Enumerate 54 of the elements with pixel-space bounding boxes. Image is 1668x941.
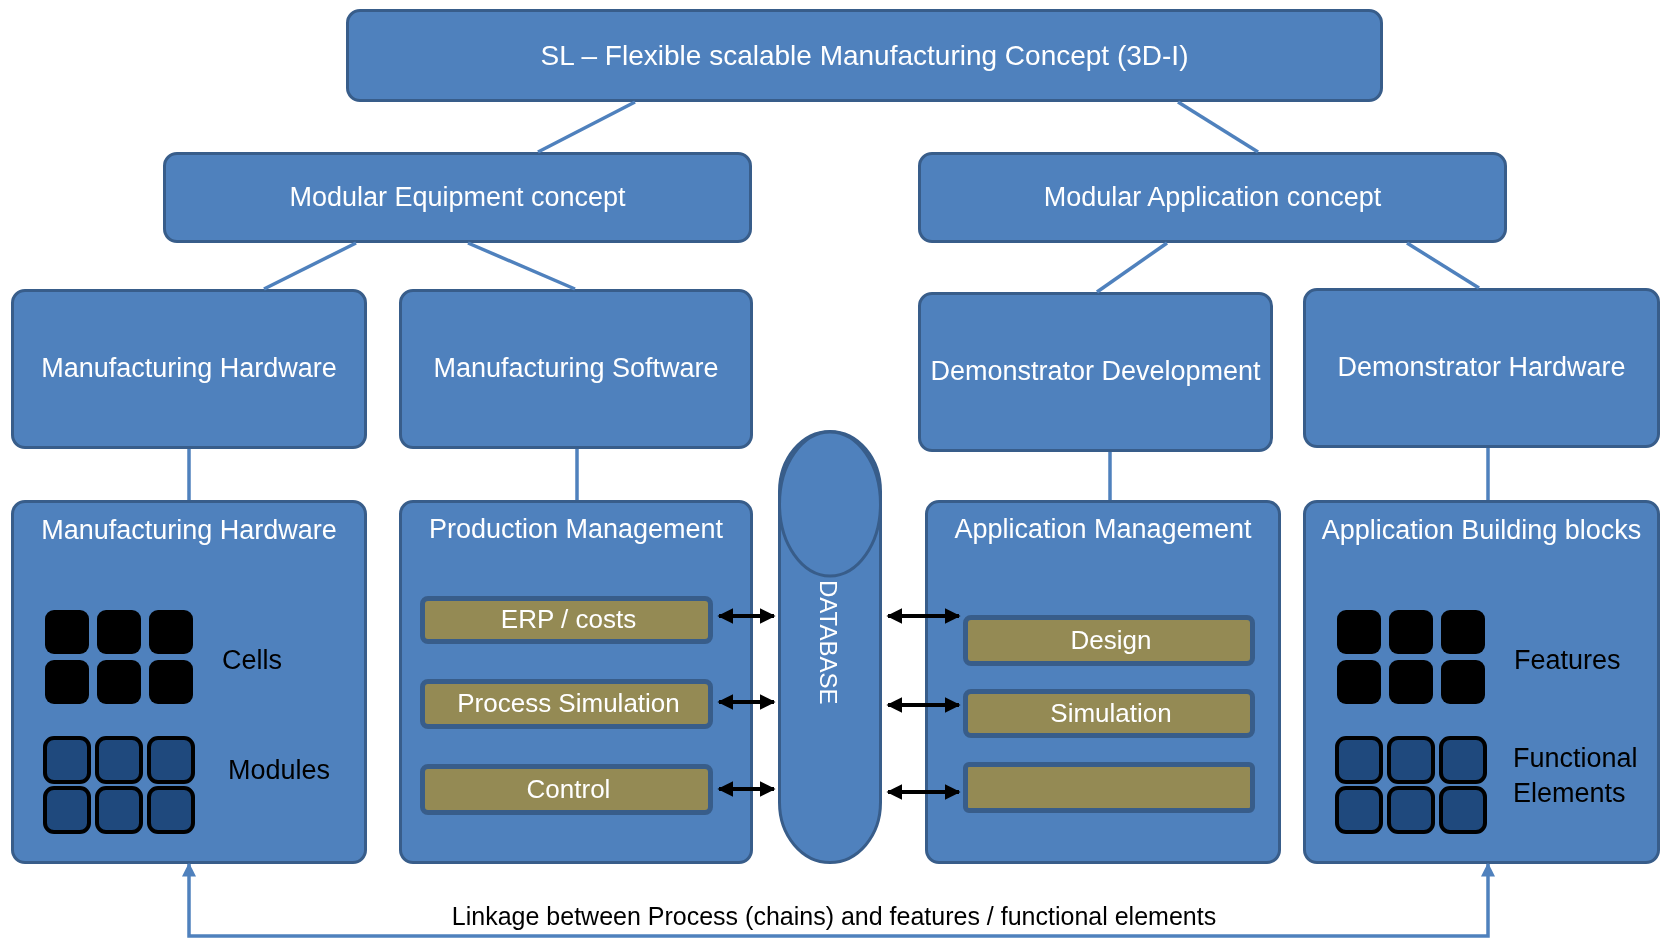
group-label: Features: [1514, 644, 1622, 677]
arrow: [886, 608, 961, 624]
concept-box: [346, 9, 1383, 102]
connector-line: [1096, 241, 1168, 294]
connector-line: [1406, 241, 1480, 290]
box-title: Demonstrator Development: [929, 355, 1262, 389]
connector-line: [1486, 448, 1490, 500]
arrow: [717, 781, 776, 797]
group-label: Cells: [222, 644, 283, 677]
group-label: Modules: [228, 754, 332, 787]
arrow: [182, 862, 1495, 938]
concept-box: [918, 152, 1507, 243]
connector-line: [467, 241, 576, 291]
concept-box: [399, 289, 753, 449]
connector-line: [1108, 452, 1112, 500]
connector-line: [537, 100, 636, 154]
box-title: Manufacturing Hardware: [40, 352, 338, 386]
box-title: SL – Flexible scalable Manufacturing Concept (3D-I): [539, 38, 1190, 73]
box-title: Process Simulation: [456, 687, 681, 721]
item-box: [420, 679, 713, 729]
arrow: [717, 608, 776, 624]
item-box: [420, 596, 713, 644]
box-title: Demonstrator Hardware: [1336, 351, 1627, 385]
arrow: [886, 697, 961, 713]
box-title: Simulation: [1049, 696, 1173, 730]
connector-line: [263, 241, 357, 291]
box-title: Control: [525, 772, 612, 806]
box-title: ERP / costs: [499, 603, 638, 637]
box-title: Modular Equipment concept: [288, 180, 627, 214]
concept-box: [11, 289, 367, 449]
box-title: Modular Application concept: [1042, 180, 1383, 214]
item-box: [420, 764, 713, 815]
concept-box: [399, 500, 753, 864]
box-title: Manufacturing Hardware: [40, 514, 338, 547]
box-title: Design: [1069, 623, 1153, 657]
box-title: Manufacturing Software: [432, 352, 720, 386]
connector-line: [187, 449, 191, 500]
concept-box: [918, 292, 1273, 452]
concept-box: [1303, 288, 1660, 448]
box-title: Application Building blocks: [1320, 514, 1643, 547]
arrow: [886, 784, 961, 800]
group-label: Functional Elements: [1513, 742, 1639, 811]
concept-box: [925, 500, 1281, 864]
item-box: [963, 615, 1255, 666]
item-box: [963, 689, 1255, 738]
box-title: Application Management: [953, 513, 1253, 546]
connector-line: [575, 449, 579, 500]
database-label: DATABASE: [814, 580, 844, 705]
item-box: [963, 762, 1255, 813]
concept-box: [163, 152, 752, 243]
edge-label: Linkage between Process (chains) and features / functional elements: [450, 902, 1218, 931]
box-title: Production Management: [427, 513, 725, 546]
connector-line: [1177, 100, 1259, 154]
arrow: [717, 694, 776, 710]
